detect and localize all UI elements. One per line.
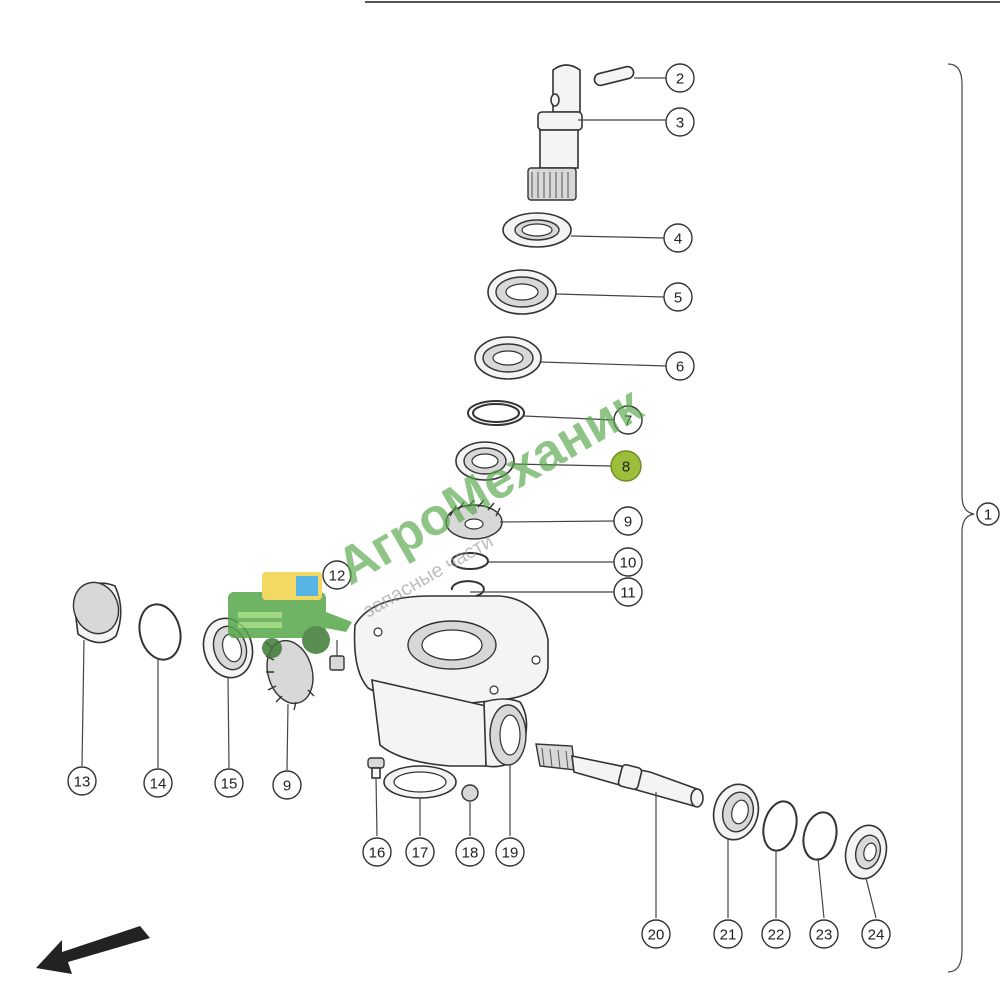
svg-text:22: 22 bbox=[768, 927, 785, 944]
callout-16: 16 bbox=[362, 837, 392, 867]
callout-18: 18 bbox=[455, 837, 485, 867]
part-11-circlip bbox=[450, 580, 485, 597]
callout-23: 23 bbox=[809, 919, 839, 949]
callout-8-highlighted: 8 bbox=[610, 450, 642, 482]
svg-text:20: 20 bbox=[648, 927, 665, 944]
part-9-bevel-gear-side bbox=[265, 639, 315, 711]
svg-text:21: 21 bbox=[720, 927, 737, 944]
part-18-screw bbox=[461, 784, 479, 802]
direction-arrow-icon bbox=[36, 926, 150, 974]
part-13-cap bbox=[72, 581, 122, 644]
watermark-brand: АгроМеханик bbox=[327, 375, 653, 596]
svg-text:7: 7 bbox=[624, 413, 632, 430]
part-14-circlip bbox=[138, 603, 182, 661]
svg-text:14: 14 bbox=[150, 776, 167, 793]
callout-4: 4 bbox=[663, 223, 693, 253]
part-6-bearing bbox=[474, 336, 542, 380]
svg-text:23: 23 bbox=[816, 927, 833, 944]
part-3-shaft bbox=[527, 64, 583, 201]
part-23-circlip bbox=[802, 811, 838, 861]
callout-12: 12 bbox=[322, 560, 352, 590]
callout-3: 3 bbox=[665, 107, 695, 137]
part-22-shim bbox=[762, 800, 798, 852]
callout-10: 10 bbox=[613, 547, 643, 577]
callout-19: 19 bbox=[495, 837, 525, 867]
part-17-gasket bbox=[383, 765, 457, 799]
callout-14: 14 bbox=[143, 768, 173, 798]
svg-text:10: 10 bbox=[620, 555, 637, 572]
callout-5: 5 bbox=[663, 282, 693, 312]
callout-2: 2 bbox=[665, 63, 695, 93]
part-9-bevel-gear-upper bbox=[445, 499, 503, 540]
callout-6: 6 bbox=[665, 351, 695, 381]
part-8-bearing bbox=[455, 441, 515, 481]
svg-text:8: 8 bbox=[622, 459, 630, 476]
harvester-logo-icon bbox=[228, 572, 352, 658]
svg-text:18: 18 bbox=[462, 845, 479, 862]
part-19-housing bbox=[353, 595, 549, 768]
svg-text:19: 19 bbox=[502, 845, 519, 862]
assembly-brace bbox=[947, 63, 975, 973]
svg-text:3: 3 bbox=[676, 115, 684, 132]
part-10-washer bbox=[451, 552, 489, 570]
part-24-seal bbox=[844, 824, 888, 880]
svg-text:13: 13 bbox=[74, 774, 91, 791]
svg-text:6: 6 bbox=[676, 359, 684, 376]
callout-9-upper: 9 bbox=[613, 506, 643, 536]
callout-15: 15 bbox=[214, 768, 244, 798]
svg-text:17: 17 bbox=[412, 845, 429, 862]
svg-text:9: 9 bbox=[624, 514, 632, 531]
part-21-bearing bbox=[712, 783, 760, 841]
callout-20: 20 bbox=[641, 919, 671, 949]
callout-7: 7 bbox=[613, 405, 643, 435]
svg-text:16: 16 bbox=[369, 845, 386, 862]
part-7-shim bbox=[467, 400, 525, 426]
part-12-bolt bbox=[329, 640, 345, 671]
part-4-seal bbox=[502, 212, 572, 248]
svg-text:2: 2 bbox=[676, 71, 684, 88]
part-5-bearing bbox=[487, 269, 557, 315]
svg-text:11: 11 bbox=[620, 585, 636, 602]
callout-11: 11 bbox=[613, 577, 643, 607]
callout-9-side: 9 bbox=[272, 770, 302, 800]
svg-text:5: 5 bbox=[674, 290, 682, 307]
callout-21: 21 bbox=[713, 919, 743, 949]
callout-24: 24 bbox=[861, 919, 891, 949]
svg-text:24: 24 bbox=[868, 927, 885, 944]
leader-lines bbox=[81, 77, 877, 919]
callout-17: 17 bbox=[405, 837, 435, 867]
callout-22: 22 bbox=[761, 919, 791, 949]
svg-text:12: 12 bbox=[329, 568, 346, 585]
svg-text:1: 1 bbox=[984, 507, 992, 524]
part-16-screw-plug bbox=[367, 757, 385, 779]
svg-text:4: 4 bbox=[674, 231, 682, 248]
callout-13: 13 bbox=[67, 766, 97, 796]
part-2-pin bbox=[593, 65, 635, 87]
svg-text:9: 9 bbox=[283, 778, 291, 795]
svg-text:15: 15 bbox=[221, 776, 238, 793]
callout-1-assembly: 1 bbox=[976, 502, 1000, 526]
part-20-shaft bbox=[535, 743, 704, 808]
